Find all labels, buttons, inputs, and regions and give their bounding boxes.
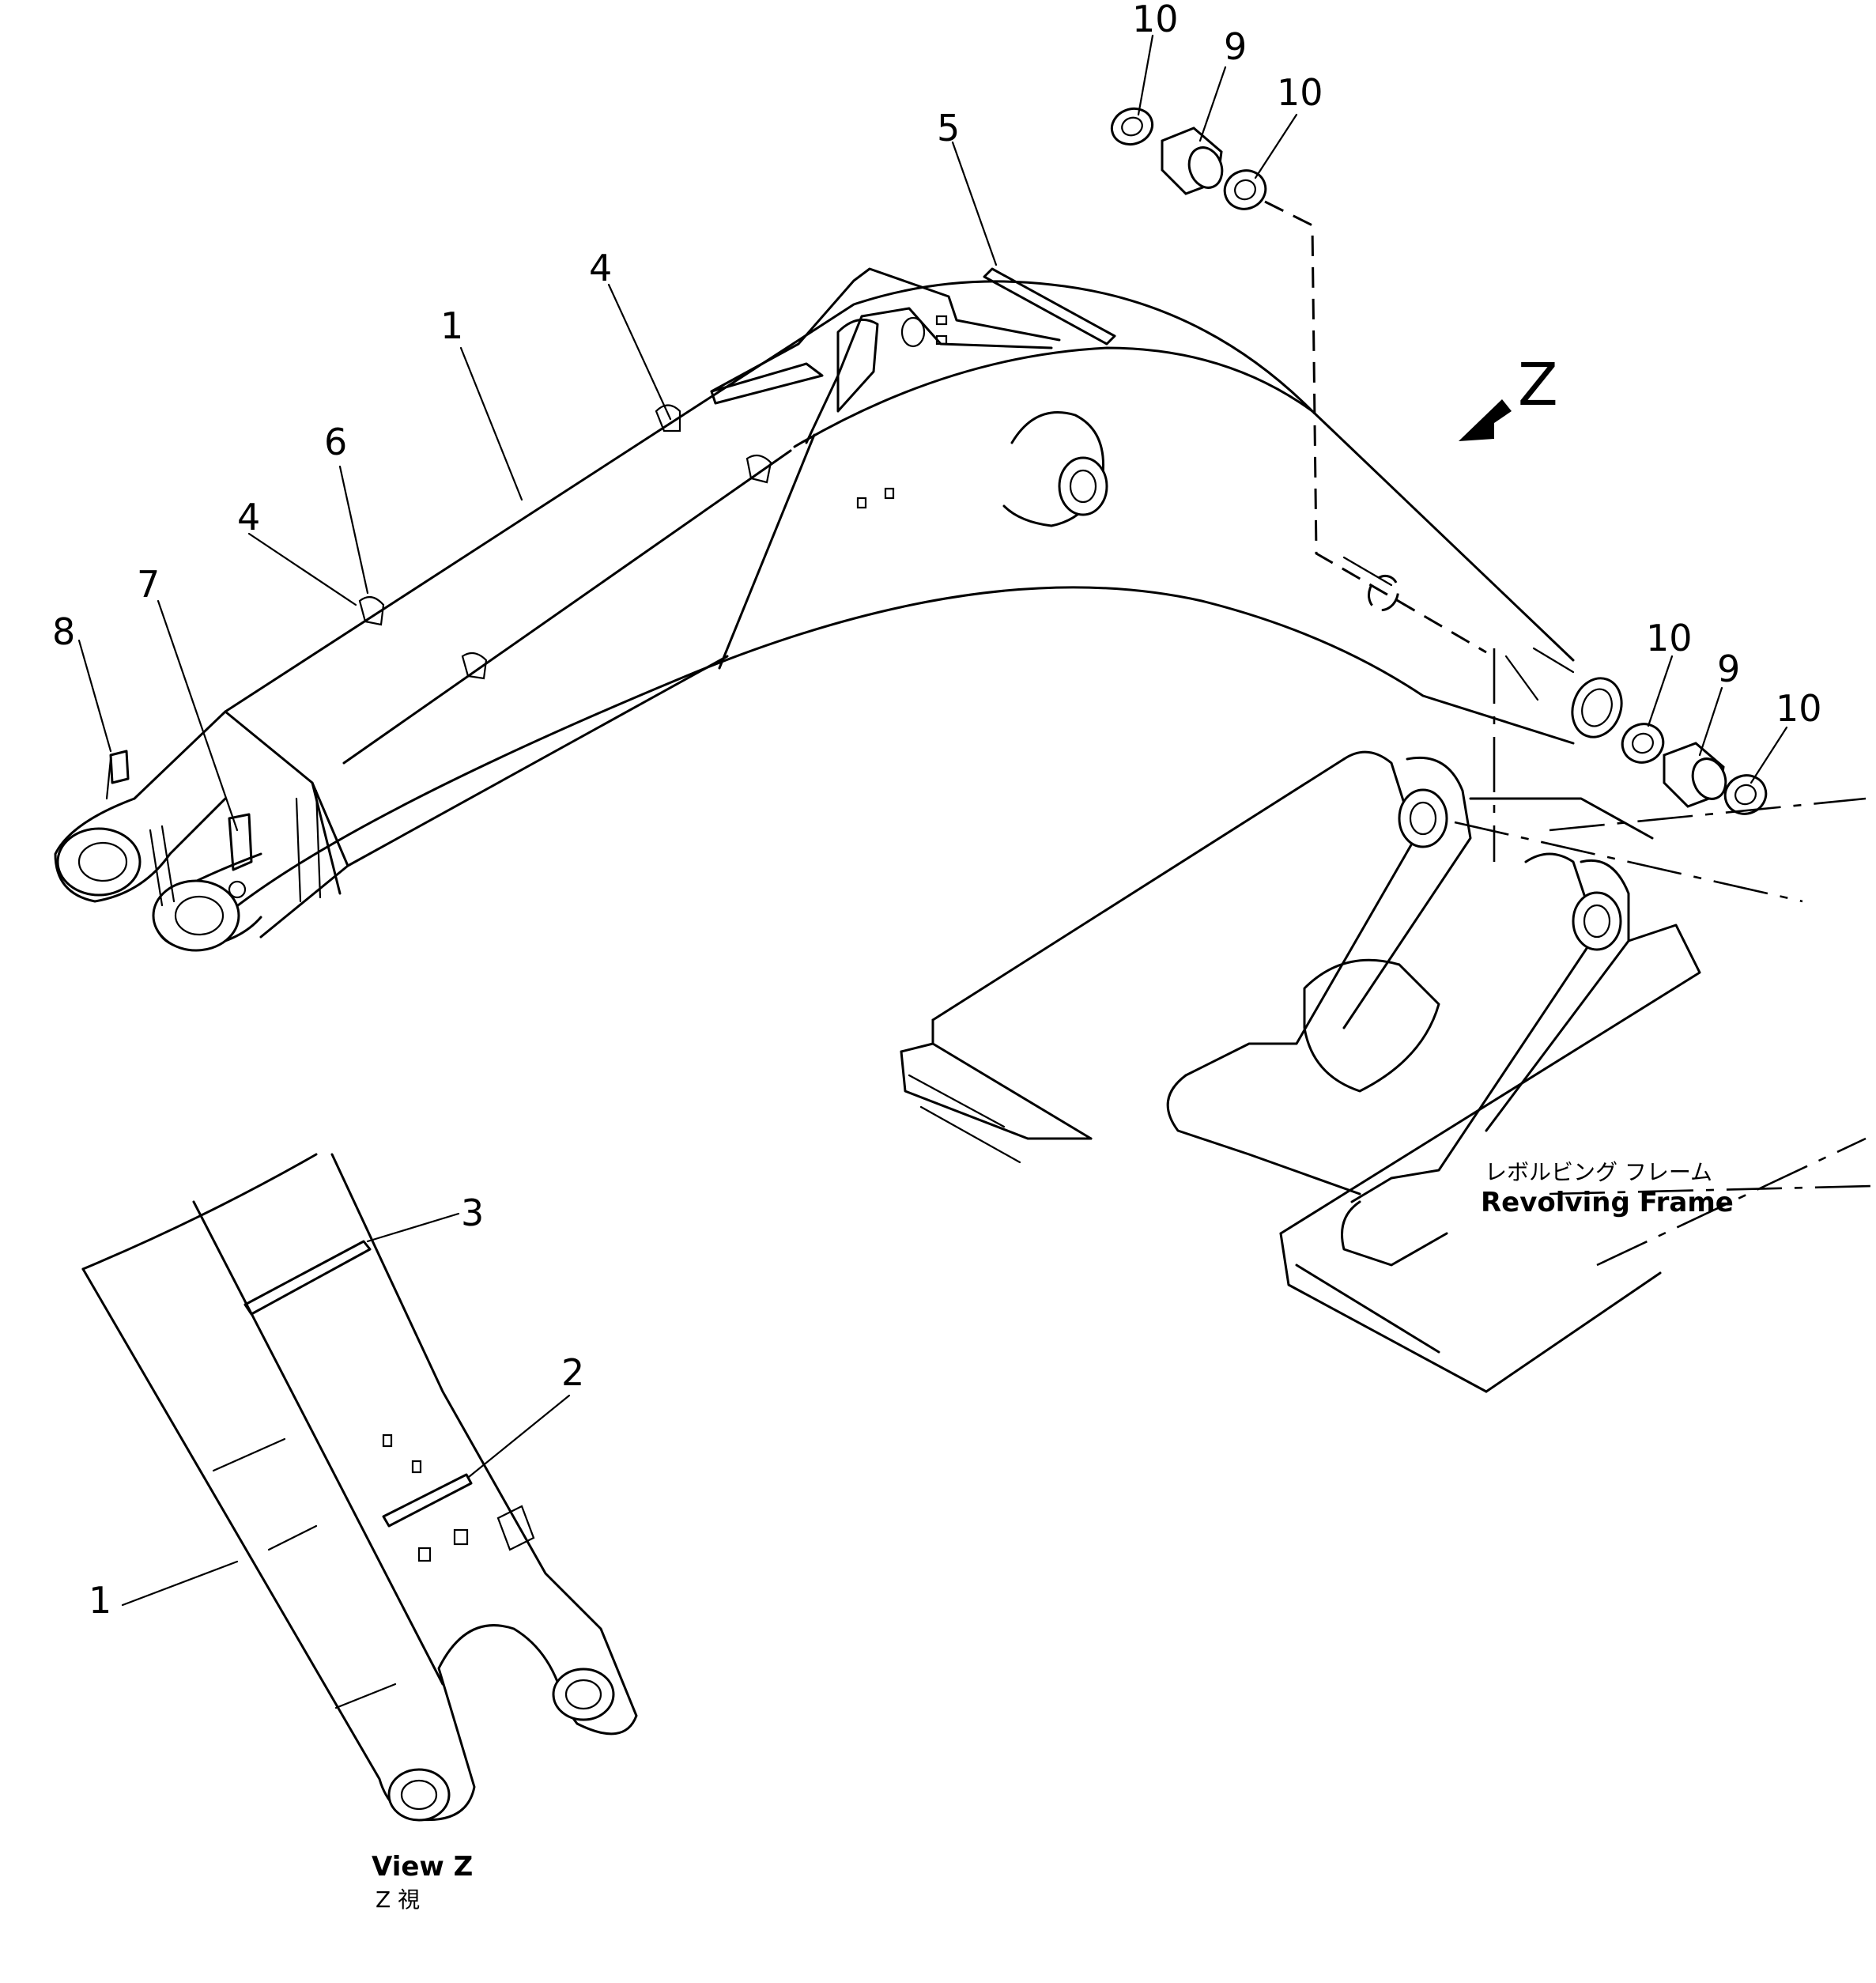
callout-4-lower: 4 <box>237 496 260 538</box>
callout-2: 2 <box>561 1351 584 1394</box>
callout-10-top-a: 10 <box>1132 0 1179 40</box>
revolving-frame <box>900 750 1874 1393</box>
assembly-line-pin <box>1264 200 1487 654</box>
callout-7: 7 <box>137 563 160 606</box>
boom-tip-bosses <box>54 750 262 952</box>
callout-10-top-b: 10 <box>1277 71 1323 114</box>
leader-lines <box>77 34 1788 1607</box>
pin-parts-top <box>1110 107 1267 210</box>
callout-9-top: 9 <box>1224 25 1247 68</box>
callout-1-main: 1 <box>440 304 463 347</box>
boom-body <box>133 267 1623 939</box>
view-z-caption-jp: Z 視 <box>376 1887 420 1913</box>
revolving-frame-label-en: Revolving Frame <box>1481 1187 1734 1218</box>
callout-5: 5 <box>937 107 960 149</box>
callout-9-right: 9 <box>1717 648 1740 690</box>
revolving-frame-label-jp: レボルビング フレーム <box>1485 1159 1712 1185</box>
callout-6: 6 <box>324 421 347 463</box>
callout-8: 8 <box>52 610 75 653</box>
pin-parts-right <box>1621 723 1768 815</box>
view-z-drawing <box>81 1153 638 1822</box>
view-arrow-letter: Z <box>1518 351 1558 419</box>
view-z-arrow: Z <box>1459 351 1558 441</box>
callout-10-right-b: 10 <box>1776 687 1822 730</box>
callout-3: 3 <box>461 1192 484 1234</box>
callout-10-right-a: 10 <box>1646 617 1693 659</box>
callout-4-upper: 4 <box>589 247 612 289</box>
view-z-caption-en: View Z <box>372 1851 473 1883</box>
callout-1-view: 1 <box>89 1579 111 1622</box>
